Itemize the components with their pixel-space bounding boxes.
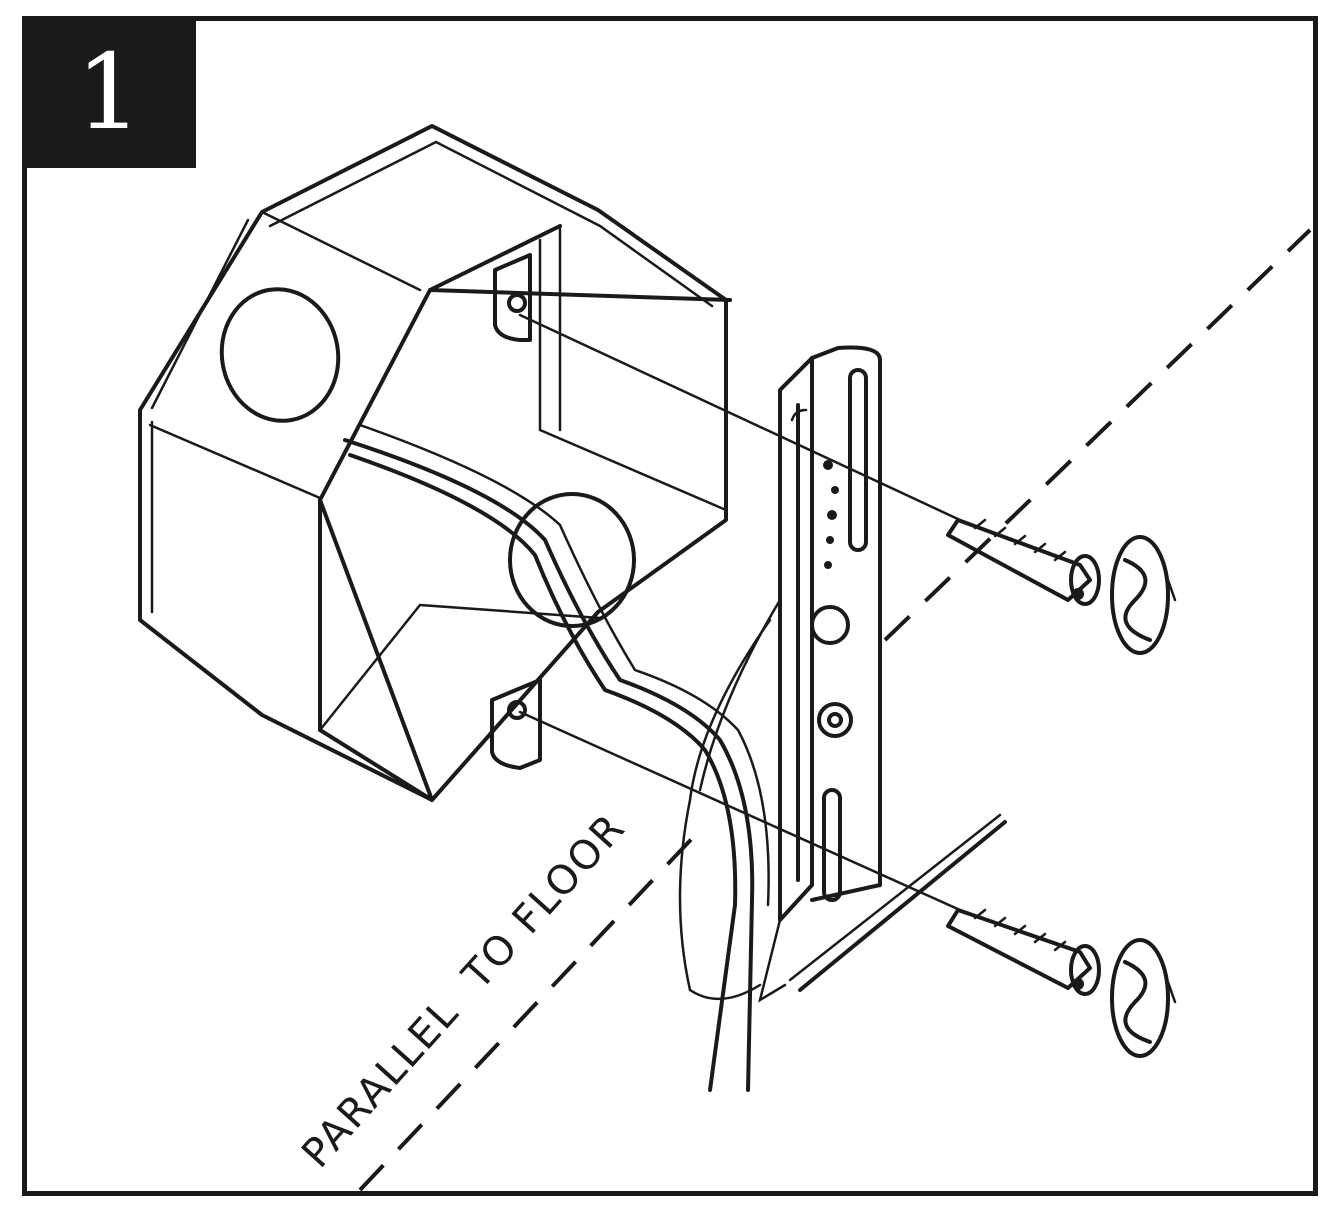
- mounting-screw-lower: [946, 908, 1101, 996]
- step-number-badge: 1: [22, 16, 196, 168]
- wall-anchor-upper: [1110, 535, 1177, 655]
- screw-alignment-lines: [518, 313, 962, 912]
- diagram-frame: [22, 16, 1318, 1196]
- parallel-to-floor-label: PARALLEL TO FLOOR: [293, 805, 635, 1177]
- mounting-screw-upper: [946, 518, 1101, 606]
- junction-box: [138, 124, 732, 802]
- mounting-bracket: [758, 345, 1007, 1003]
- wall-anchor-lower: [1110, 938, 1177, 1058]
- parallel-to-floor-guide: [358, 228, 1312, 1192]
- supply-wires: [343, 423, 782, 1092]
